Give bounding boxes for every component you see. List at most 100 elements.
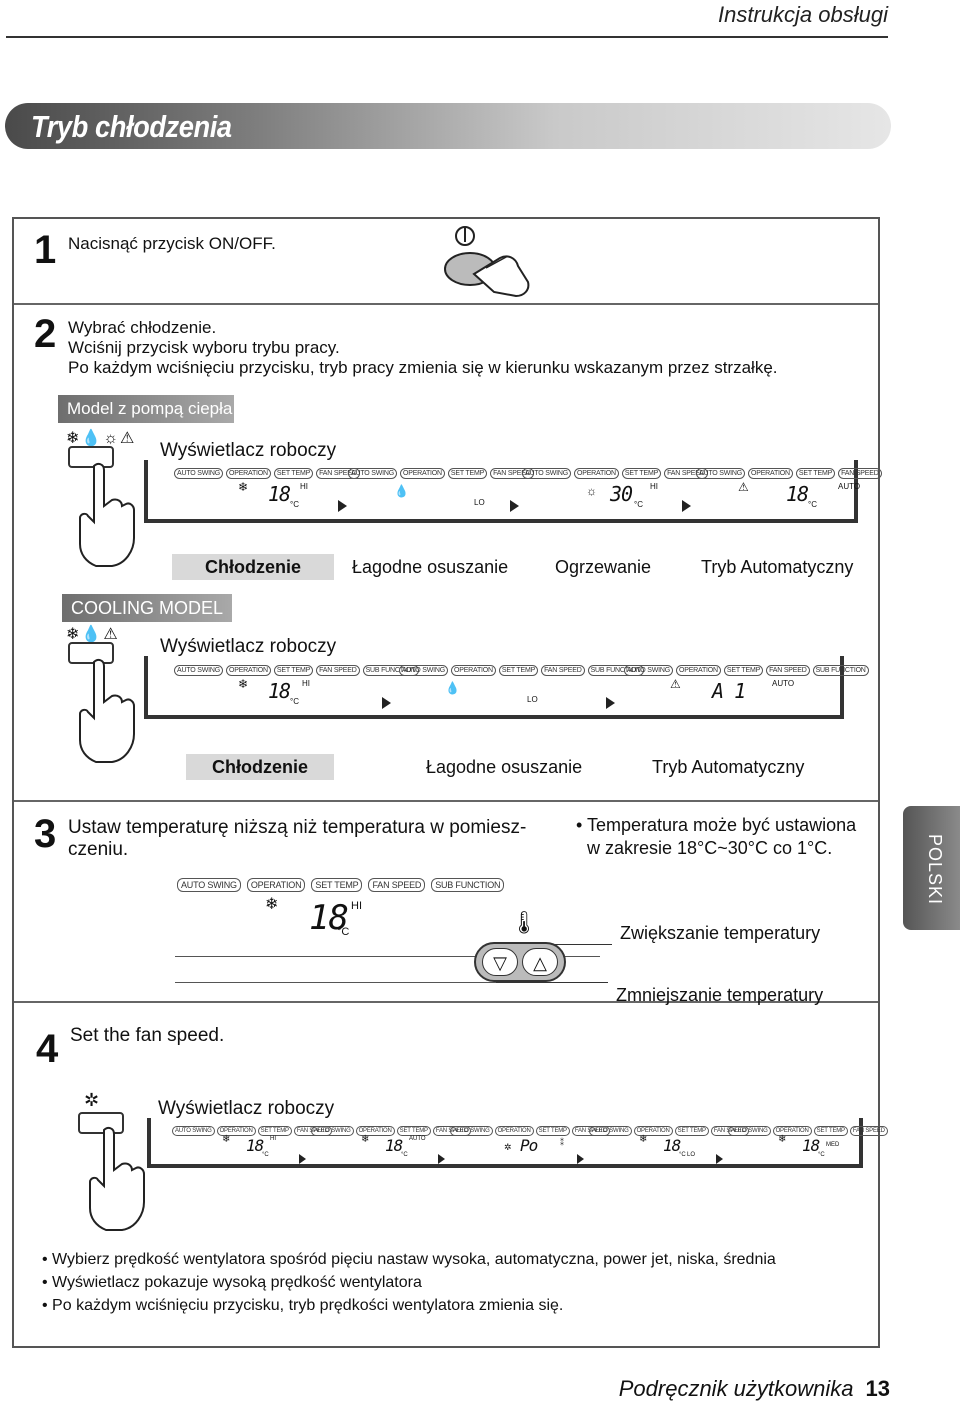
temp-value: 18: [663, 1136, 681, 1155]
tab-set-temp: SET TEMP: [498, 665, 539, 676]
temp-unit: °C: [290, 500, 299, 509]
heatpump-badge: Model z pompą ciepła: [58, 395, 234, 423]
tab-fan-speed: FAN SPEED: [849, 1126, 888, 1136]
tab-fan-speed: FAN SPEED: [316, 468, 360, 479]
snowflake-icon: ❄: [222, 1134, 231, 1145]
tab-fan-speed: FAN SPEED: [766, 665, 810, 676]
bullet-text: Po każdym wciśnięciu przycisku, tryb prę…: [52, 1297, 564, 1314]
mode-icons: ❄💧⚠: [66, 626, 120, 643]
temp-rocker: ▽ △: [474, 942, 566, 982]
fan-level: AUTO: [838, 482, 861, 491]
tab-auto-swing: AUTO SWING: [589, 1126, 632, 1136]
droplet-icon: 💧: [445, 681, 460, 695]
snowflake-icon: ❄: [361, 1134, 370, 1145]
display-label: Wyświetlacz roboczy: [160, 636, 337, 657]
temp-unit: °C: [337, 926, 350, 938]
mode-label: Chłodzenie: [172, 554, 334, 580]
fan-level: LO: [527, 695, 538, 704]
header-title: Instrukcja obsługi: [718, 2, 888, 27]
sun-icon: ☼: [586, 484, 597, 498]
tab-auto-swing: AUTO SWING: [311, 1126, 354, 1136]
auto-mode-icon: ⚠: [738, 480, 749, 494]
leader-line: [496, 982, 608, 983]
arrow-right-icon: [299, 1154, 306, 1164]
tab-fan-speed: FAN SPEED: [838, 468, 882, 479]
tab-set-temp: SET TEMP: [273, 468, 314, 479]
temp-up-button[interactable]: △: [522, 948, 558, 976]
divider: [14, 800, 878, 802]
temp-down-button[interactable]: ▽: [482, 948, 518, 976]
arrow-right-icon: [716, 1154, 723, 1164]
tab-set-temp: SET TEMP: [723, 665, 764, 676]
temp-unit: °C: [634, 500, 643, 509]
mode-button[interactable]: [68, 446, 114, 468]
tab-auto-swing: AUTO SWING: [624, 665, 673, 676]
tab-auto-swing: AUTO SWING: [399, 665, 448, 676]
tab-sub-function: SUB FUNCTION: [587, 665, 644, 676]
mode-label: Łagodne osuszanie: [426, 757, 583, 777]
increase-label: Zwiększanie temperatury: [620, 923, 821, 943]
fan-level: HI: [302, 679, 310, 688]
mode-label: Łagodne osuszanie: [352, 557, 509, 577]
tab-operation: OPERATION: [633, 1126, 673, 1136]
tab-operation: OPERATION: [675, 665, 721, 676]
snowflake-icon: ❄: [265, 896, 279, 913]
step4-text: Set the fan speed.: [70, 1025, 225, 1046]
divider: [14, 303, 878, 305]
bullet-text: Wybierz prędkość wentylatora spośród pię…: [52, 1251, 776, 1268]
tab-operation: OPERATION: [772, 1126, 812, 1136]
temp-value: 30: [610, 482, 633, 506]
mode-button[interactable]: [68, 642, 114, 664]
temp-unit: °C: [679, 1152, 686, 1158]
fan-level: MED: [826, 1142, 840, 1148]
tab-sub-function: SUB FUNCTION: [812, 665, 869, 676]
hand-icon: [89, 1126, 145, 1231]
list-item: • Po każdym wciśnięciu przycisku, tryb p…: [42, 1297, 564, 1314]
display-label: Wyświetlacz roboczy: [160, 440, 337, 461]
step3-note2: w zakresie 18°C~30°C co 1°C.: [587, 838, 833, 858]
tab-operation: OPERATION: [225, 468, 271, 479]
divider: [14, 1001, 878, 1003]
temp-value: 18: [786, 482, 809, 506]
fan-level: AUTO: [409, 1136, 426, 1142]
list-item: • Wyświetlacz pokazuje wysoką prędkość w…: [42, 1274, 422, 1291]
tab-fan-speed: FAN SPEED: [368, 878, 426, 892]
step2-line1: Wybrać chłodzenie.: [68, 318, 217, 337]
tab-auto-swing: AUTO SWING: [172, 1126, 215, 1136]
tab-operation: OPERATION: [225, 665, 271, 676]
temp-unit: °C: [262, 1152, 269, 1158]
fan-level: LO: [687, 1152, 696, 1158]
tab-set-temp: SET TEMP: [447, 468, 488, 479]
header-rule: [6, 36, 888, 38]
language-tab-label: POLSKI: [925, 834, 945, 906]
step3-line2: czeniu.: [68, 839, 129, 860]
droplet-icon: 💧: [394, 484, 409, 498]
tab-fan-speed: FAN SPEED: [490, 468, 534, 479]
tab-fan-speed: FAN SPEED: [664, 468, 708, 479]
step-number: 2: [34, 312, 57, 356]
tab-auto-swing: AUTO SWING: [522, 468, 571, 479]
display-bracket: [147, 1118, 863, 1168]
mode-icons: ❄💧☼⚠: [66, 430, 137, 447]
temp-value: 18: [802, 1136, 820, 1155]
tab-auto-swing: AUTO SWING: [728, 1126, 771, 1136]
step2-line2: Wciśnij przycisk wyboru trybu pracy.: [68, 338, 340, 357]
temp-unit: °C: [818, 1152, 825, 1158]
arrow-right-icon: [682, 500, 691, 512]
decrease-label: Zmniejszanie temperatury: [616, 985, 824, 1005]
section-title-bar: Tryb chłodzenia: [5, 103, 891, 149]
tab-operation: OPERATION: [494, 1126, 534, 1136]
fan-icon: ✲: [504, 1142, 512, 1152]
tab-operation: OPERATION: [355, 1126, 395, 1136]
snowflake-icon: ❄: [639, 1134, 648, 1145]
display-bracket: [144, 656, 844, 719]
temp-unit: °C: [401, 1152, 408, 1158]
step-number: 1: [34, 228, 57, 272]
